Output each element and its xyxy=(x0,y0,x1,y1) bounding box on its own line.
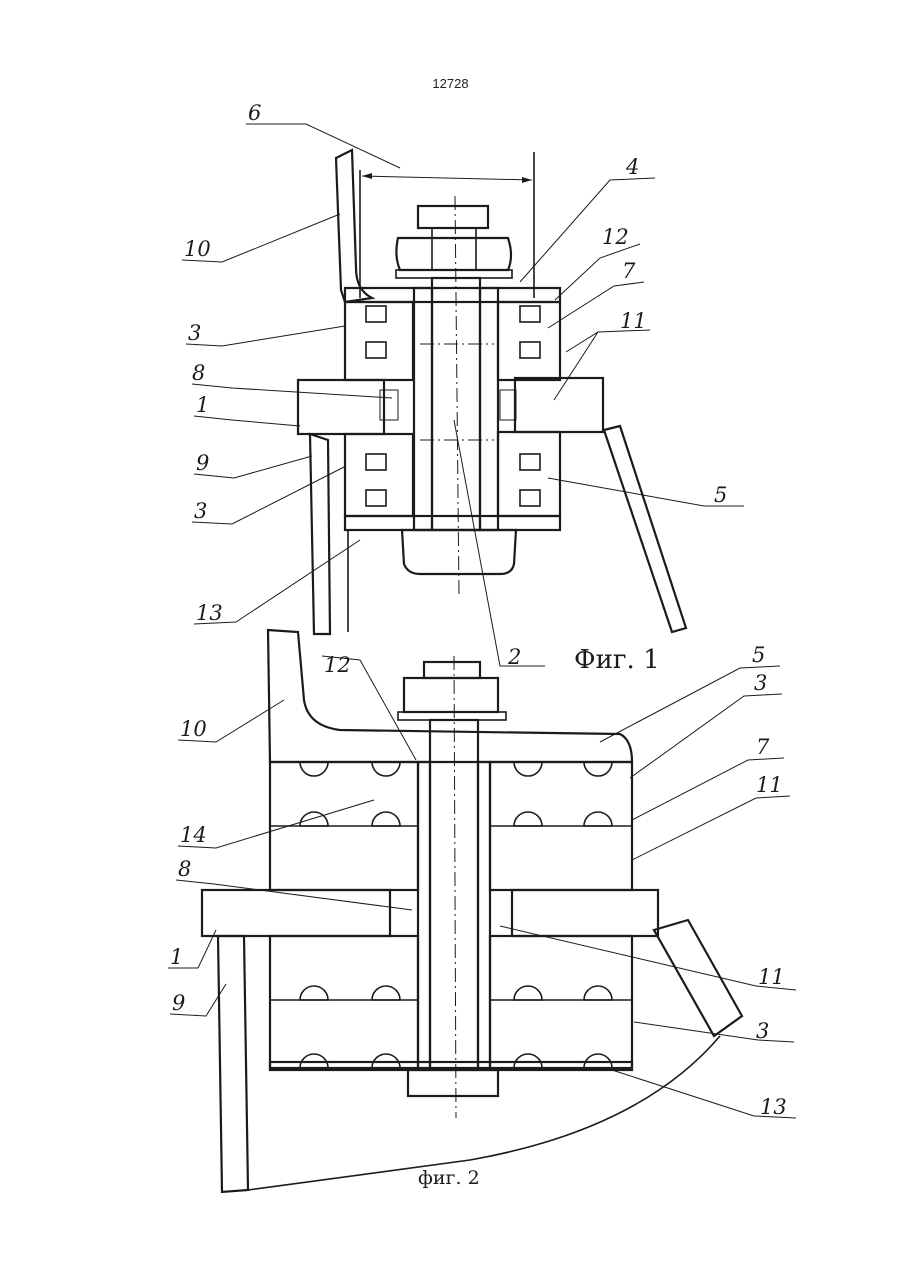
fig2-sleeve-right xyxy=(478,762,490,1068)
fig2-washer xyxy=(398,712,506,720)
f2-label-12: 12 xyxy=(324,653,351,677)
label-8: 8 xyxy=(192,361,205,385)
leader-6 xyxy=(246,124,400,168)
figure-2: 12 5 10 3 7 11 14 8 1 9 11 3 13 фиг. 2 xyxy=(168,630,796,1192)
figure-2-caption: фиг. 2 xyxy=(418,1167,480,1189)
sleeve-right xyxy=(480,288,498,530)
leader-2 xyxy=(454,420,545,666)
fig2-nut-top xyxy=(404,678,498,712)
f2-label-11a: 11 xyxy=(756,773,783,797)
dimension-6-line xyxy=(362,176,532,180)
top-cap-plate xyxy=(345,288,560,302)
f2-label-5: 5 xyxy=(752,643,765,667)
label-11: 11 xyxy=(620,309,647,333)
leader-1 xyxy=(194,416,300,426)
rubber-block-upper-right xyxy=(498,302,560,380)
f2-leader-5 xyxy=(600,666,780,742)
bolt-shank xyxy=(432,278,480,530)
nut-top xyxy=(396,238,511,270)
leader-8 xyxy=(192,384,392,398)
fig2-bolt-shank xyxy=(430,720,478,1068)
rubber-block-upper-left xyxy=(345,302,413,380)
label-5: 5 xyxy=(714,483,727,507)
label-9: 9 xyxy=(196,451,209,475)
f2-label-13: 13 xyxy=(760,1095,787,1119)
leader-3a xyxy=(186,326,345,346)
f2-label-11b: 11 xyxy=(758,965,785,989)
fig2-bolt-head xyxy=(424,662,480,678)
label-3b: 3 xyxy=(194,499,207,523)
f2-label-10: 10 xyxy=(180,717,207,741)
bottom-plate-13 xyxy=(345,516,560,530)
fig2-sleeve-left xyxy=(418,762,430,1068)
fig2-plate-1-left xyxy=(202,890,390,936)
bracket-10-shape xyxy=(336,150,372,302)
label-13: 13 xyxy=(196,601,223,625)
fig2-strut-right xyxy=(654,920,742,1036)
f2-leader-3b xyxy=(634,1022,794,1042)
f2-label-8: 8 xyxy=(178,857,191,881)
leader-9 xyxy=(194,456,312,478)
label-7: 7 xyxy=(622,259,636,283)
fig2-bracket-9 xyxy=(218,936,248,1192)
plate-1-left xyxy=(298,380,384,434)
figure-1-caption: Фиг. 1 xyxy=(574,645,660,675)
fig2-base-curve xyxy=(248,1036,720,1190)
label-2: 2 xyxy=(507,645,521,669)
label-6: 6 xyxy=(248,101,261,125)
label-10: 10 xyxy=(184,237,211,261)
f2-label-3b: 3 xyxy=(756,1019,769,1043)
plate-1-right xyxy=(515,378,603,432)
f2-leader-14 xyxy=(178,800,374,848)
label-4: 4 xyxy=(625,155,639,179)
fig2-rubber-lower-left xyxy=(270,936,418,1068)
sleeve-left xyxy=(414,288,432,530)
axis-fig1 xyxy=(455,196,459,596)
f2-leader-8 xyxy=(176,880,412,910)
fig2-plate-1-right xyxy=(512,890,658,936)
label-12: 12 xyxy=(602,225,629,249)
strut-right xyxy=(604,426,686,632)
rubber-block-lower-left xyxy=(345,434,413,516)
fig2-nut-bottom xyxy=(408,1070,498,1096)
f2-label-1: 1 xyxy=(170,945,183,969)
f2-label-3a: 3 xyxy=(754,671,767,695)
label-1: 1 xyxy=(196,393,209,417)
leader-3b xyxy=(192,466,346,524)
fig2-rubber-lower-right xyxy=(490,936,632,1068)
f2-leader-11a xyxy=(632,796,790,860)
washer-top xyxy=(396,270,512,278)
label-3a: 3 xyxy=(188,321,201,345)
f2-label-14: 14 xyxy=(180,823,207,847)
rubber-block-lower-right xyxy=(498,432,560,516)
bracket-9-shape xyxy=(310,434,330,634)
figure-1: 6 4 12 7 11 10 3 8 1 9 3 5 13 2 Фиг. 1 xyxy=(182,101,744,675)
bolt-head-top xyxy=(418,206,488,228)
axis-fig2 xyxy=(454,656,456,1118)
f2-label-7: 7 xyxy=(756,735,770,759)
f2-label-9: 9 xyxy=(172,991,185,1015)
